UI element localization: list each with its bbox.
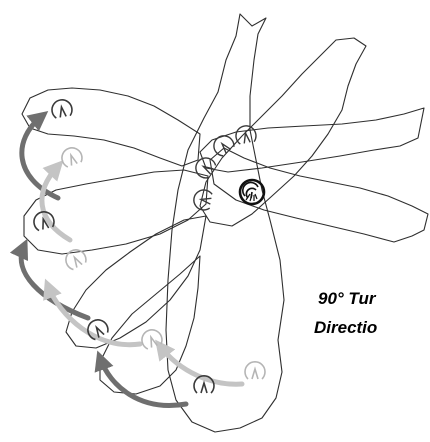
- rotation-arrow-6: [160, 346, 242, 384]
- body-outline-mid-right: [200, 108, 424, 172]
- body-outline-lower-left: [100, 256, 200, 394]
- hoof-print-icon: [62, 246, 88, 271]
- rotation-arrow-4: [42, 166, 70, 240]
- rotation-arrow-1: [22, 116, 58, 198]
- body-outline-right: [210, 148, 428, 242]
- rotation-arrow-2: [21, 246, 88, 318]
- hoof-print-icon: [59, 145, 84, 168]
- caption-line-2: Directio: [314, 319, 377, 336]
- hoof-print-icon: [245, 362, 265, 379]
- body-outline-left-low: [66, 216, 206, 348]
- pivot-spiral-icon: [240, 180, 264, 204]
- caption-line-1: 90° Tur: [318, 290, 376, 307]
- hoof-print-icon: [50, 98, 73, 118]
- rotation-arrow-5: [48, 286, 140, 345]
- hoof-print-icon: [234, 124, 257, 144]
- hoof-print-icon: [192, 154, 217, 180]
- hoof-print-icon: [210, 132, 236, 158]
- rotation-arrow-3: [100, 358, 186, 405]
- hoof-prints: [32, 98, 265, 393]
- body-outline-top-left: [22, 88, 200, 166]
